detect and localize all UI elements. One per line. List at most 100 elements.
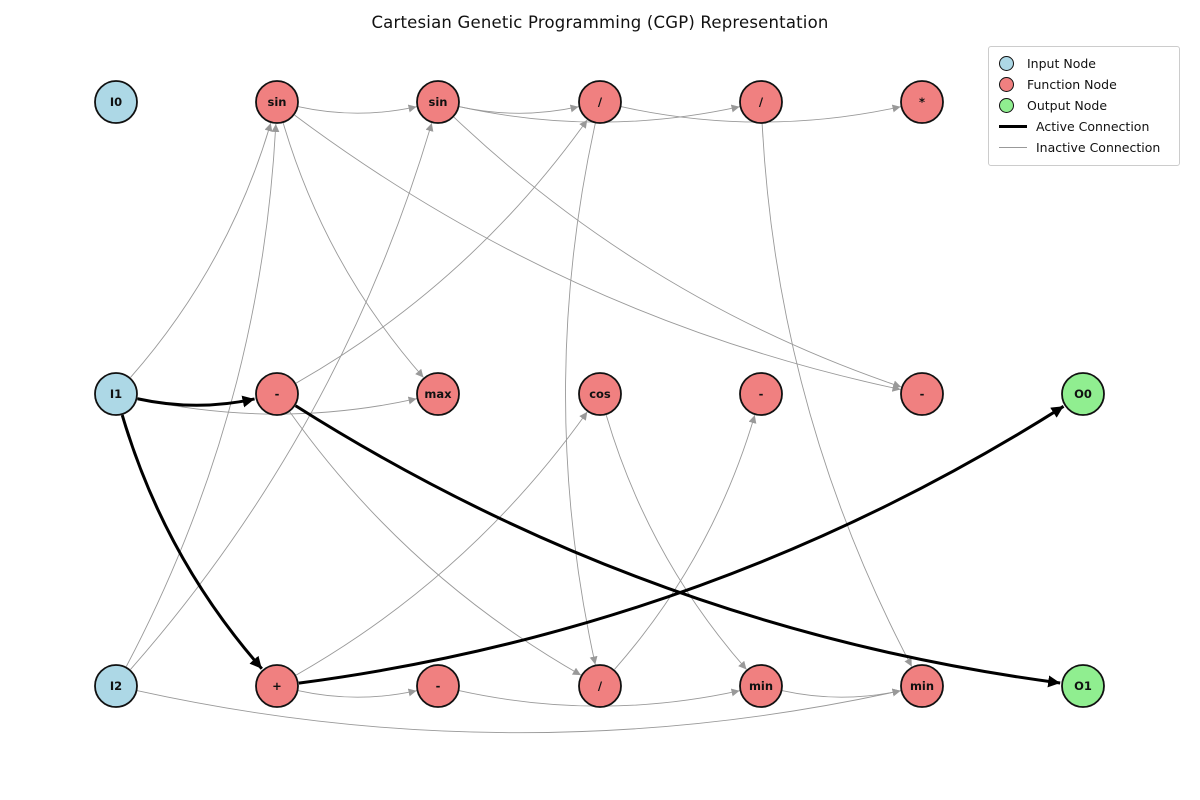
- node-label: sin: [268, 95, 287, 109]
- legend-label: Active Connection: [1036, 119, 1150, 134]
- node-label: +: [272, 679, 282, 693]
- legend-label: Function Node: [1027, 77, 1117, 92]
- output-node-circle: [1061, 664, 1105, 708]
- inactive-connection-edge: [453, 116, 902, 389]
- node-label: min: [749, 679, 773, 693]
- figure-title: Cartesian Genetic Programming (CGP) Repr…: [371, 13, 829, 32]
- node-label: -: [759, 387, 764, 401]
- inactive-connection-edge: [130, 122, 273, 378]
- function-node-circle: [900, 372, 944, 416]
- active-connection-edge: [137, 395, 255, 408]
- graph-node-f9: -: [739, 372, 783, 416]
- output-node-swatch-icon: [999, 98, 1014, 113]
- node-label: max: [424, 387, 452, 401]
- legend-item-function-node: Function Node: [999, 74, 1169, 95]
- legend-item-inactive-connection: Inactive Connection: [999, 137, 1169, 158]
- graph-node-f6: -: [255, 372, 299, 416]
- graph-node-O1: O1: [1061, 664, 1105, 708]
- function-node-circle: [255, 80, 299, 124]
- graph-node-f3: /: [578, 80, 622, 124]
- node-label: I2: [110, 679, 122, 693]
- node-label: *: [919, 95, 925, 109]
- graph-node-f8: cos: [578, 372, 622, 416]
- function-node-circle: [255, 372, 299, 416]
- inactive-connection-swatch-icon: [999, 147, 1027, 148]
- active-connection-edge: [294, 404, 1061, 688]
- function-node-circle: [416, 664, 460, 708]
- graph-node-f12: -: [416, 664, 460, 708]
- graph-node-f4: /: [739, 80, 783, 124]
- graph-node-I2: I2: [94, 664, 138, 708]
- inactive-connection-edge: [294, 114, 901, 392]
- graph-node-f15: min: [900, 664, 944, 708]
- graph-node-f1: sin: [255, 80, 299, 124]
- input-node-swatch-icon: [999, 56, 1014, 71]
- node-label: I0: [110, 95, 122, 109]
- legend-item-input-node: Input Node: [999, 53, 1169, 74]
- active-connection-edge: [298, 405, 1065, 685]
- inactive-connection-edge: [605, 414, 747, 670]
- function-node-circle: [739, 80, 783, 124]
- input-node-circle: [94, 664, 138, 708]
- input-node-circle: [94, 372, 138, 416]
- function-node-circle: [416, 80, 460, 124]
- function-node-circle: [900, 664, 944, 708]
- function-node-circle: [416, 372, 460, 416]
- edges-layer: [120, 104, 1065, 734]
- inactive-connection-edge: [565, 123, 598, 665]
- active-connection-swatch-icon: [999, 125, 1027, 128]
- graph-node-f10: -: [900, 372, 944, 416]
- active-connection-edge: [120, 414, 263, 670]
- legend-item-active-connection: Active Connection: [999, 116, 1169, 137]
- node-label: cos: [589, 387, 611, 401]
- graph-node-f2: sin: [416, 80, 460, 124]
- graph-node-f5: *: [900, 80, 944, 124]
- function-node-circle: [739, 664, 783, 708]
- graph-node-I1: I1: [94, 372, 138, 416]
- node-label: sin: [429, 95, 448, 109]
- graph-node-f13: /: [578, 664, 622, 708]
- node-label: I1: [110, 387, 122, 401]
- inactive-connection-edge: [125, 123, 280, 667]
- inactive-connection-edge: [298, 104, 417, 114]
- inactive-connection-edge: [295, 411, 588, 676]
- inactive-connection-edge: [137, 688, 901, 734]
- inactive-connection-edge: [298, 688, 417, 698]
- node-label: O1: [1074, 679, 1092, 693]
- inactive-connection-edge: [782, 688, 901, 698]
- inactive-connection-edge: [282, 122, 424, 378]
- node-label: /: [598, 95, 603, 109]
- function-node-circle: [578, 372, 622, 416]
- inactive-connection-edge: [289, 411, 582, 676]
- graph-node-f14: min: [739, 664, 783, 708]
- inactive-connection-edge: [295, 119, 588, 384]
- legend-label: Inactive Connection: [1036, 140, 1161, 155]
- function-node-circle: [739, 372, 783, 416]
- node-label: -: [436, 679, 441, 693]
- node-label: /: [598, 679, 603, 693]
- function-node-circle: [900, 80, 944, 124]
- graph-node-f7: max: [416, 372, 460, 416]
- input-node-circle: [94, 80, 138, 124]
- function-node-circle: [578, 80, 622, 124]
- inactive-connection-edge: [761, 123, 913, 667]
- legend-label: Output Node: [1027, 98, 1108, 113]
- legend-label: Input Node: [1027, 56, 1096, 71]
- node-label: O0: [1074, 387, 1092, 401]
- function-node-circle: [255, 664, 299, 708]
- output-node-circle: [1061, 372, 1105, 416]
- inactive-connection-edge: [614, 414, 757, 670]
- node-label: -: [920, 387, 925, 401]
- function-node-circle: [578, 664, 622, 708]
- graph-node-I0: I0: [94, 80, 138, 124]
- graph-node-O0: O0: [1061, 372, 1105, 416]
- node-label: min: [910, 679, 934, 693]
- node-label: -: [275, 387, 280, 401]
- function-node-swatch-icon: [999, 77, 1014, 92]
- legend-item-output-node: Output Node: [999, 95, 1169, 116]
- legend: Input Node Function Node Output Node Act…: [988, 46, 1180, 166]
- graph-node-f11: +: [255, 664, 299, 708]
